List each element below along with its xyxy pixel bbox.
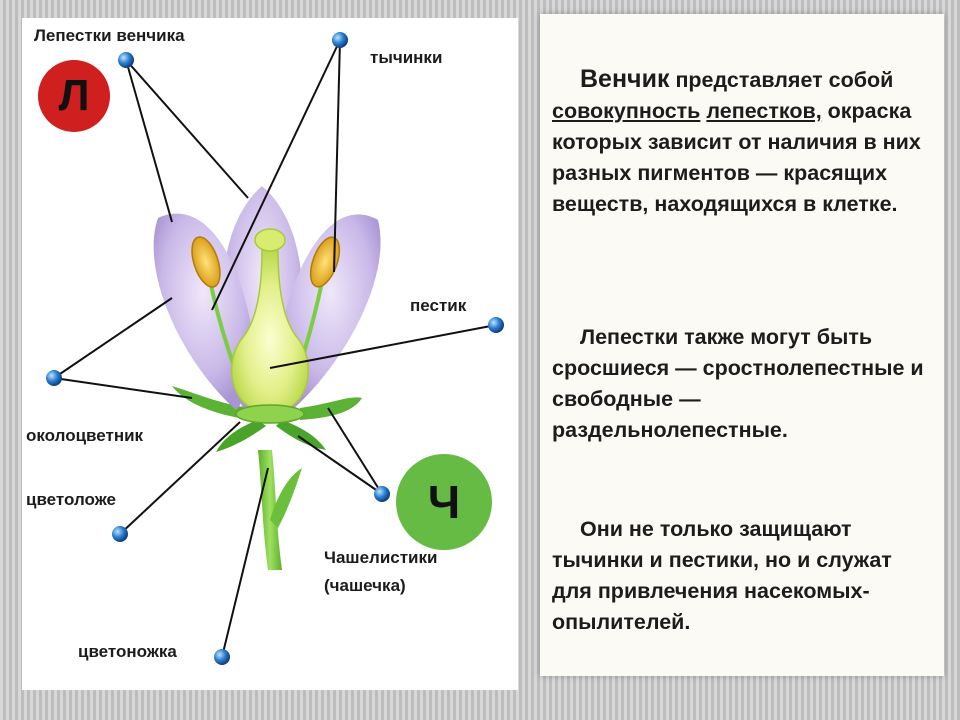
text-fragment: окраска которых зависит от наличия в них… [552,99,921,216]
label-sepals: Чашелистики [324,548,438,567]
pedicel [258,450,282,570]
label-pistil: пестик [410,296,467,315]
label-sepals-calyx: (чашечка) [324,576,406,595]
pointer-lines [53,39,497,658]
label-receptacle: цветоложе [26,490,116,509]
paragraph-function: Они не только защищают тычинки и пестики… [552,517,892,634]
pointer-dot [46,370,62,386]
pointer-dot [214,649,230,665]
label-stamens: тычинки [370,48,443,67]
sepal-left [172,386,250,420]
corolla-badge: Л [38,60,110,132]
pointer-dot [332,32,348,48]
pointer-dot [488,317,504,333]
term-corolla: Венчик [580,65,670,93]
pointer-dot [112,526,128,542]
label-petals: Лепестки венчика [34,26,185,45]
stem-leaf [270,468,302,528]
label-pedicel: цветоножка [78,642,177,661]
petal-left [153,213,253,410]
sepal-right [300,397,362,420]
text-fragment: представляет собой [675,68,894,92]
paragraph-corolla: Венчик представляет собой совокупность л… [552,64,930,220]
underlined-term: лепестков, [706,99,822,123]
sepal-front-left [216,420,266,452]
underlined-term: совокупность [552,99,701,123]
stamen-anther-left [191,236,221,288]
stigma [254,228,286,252]
paragraph-fused-petals: Лепестки также могут быть сросшиеся — ср… [552,325,924,442]
text-panel: Венчик представляет собой совокупность л… [540,14,944,676]
pointer-dot [118,52,134,68]
receptacle [235,404,305,424]
calyx-badge: Ч [396,454,492,550]
label-perianth: околоцветник [26,426,144,445]
pointer-dot [374,486,390,502]
sepal-front-right [276,420,326,450]
pointer-dots [46,32,504,665]
